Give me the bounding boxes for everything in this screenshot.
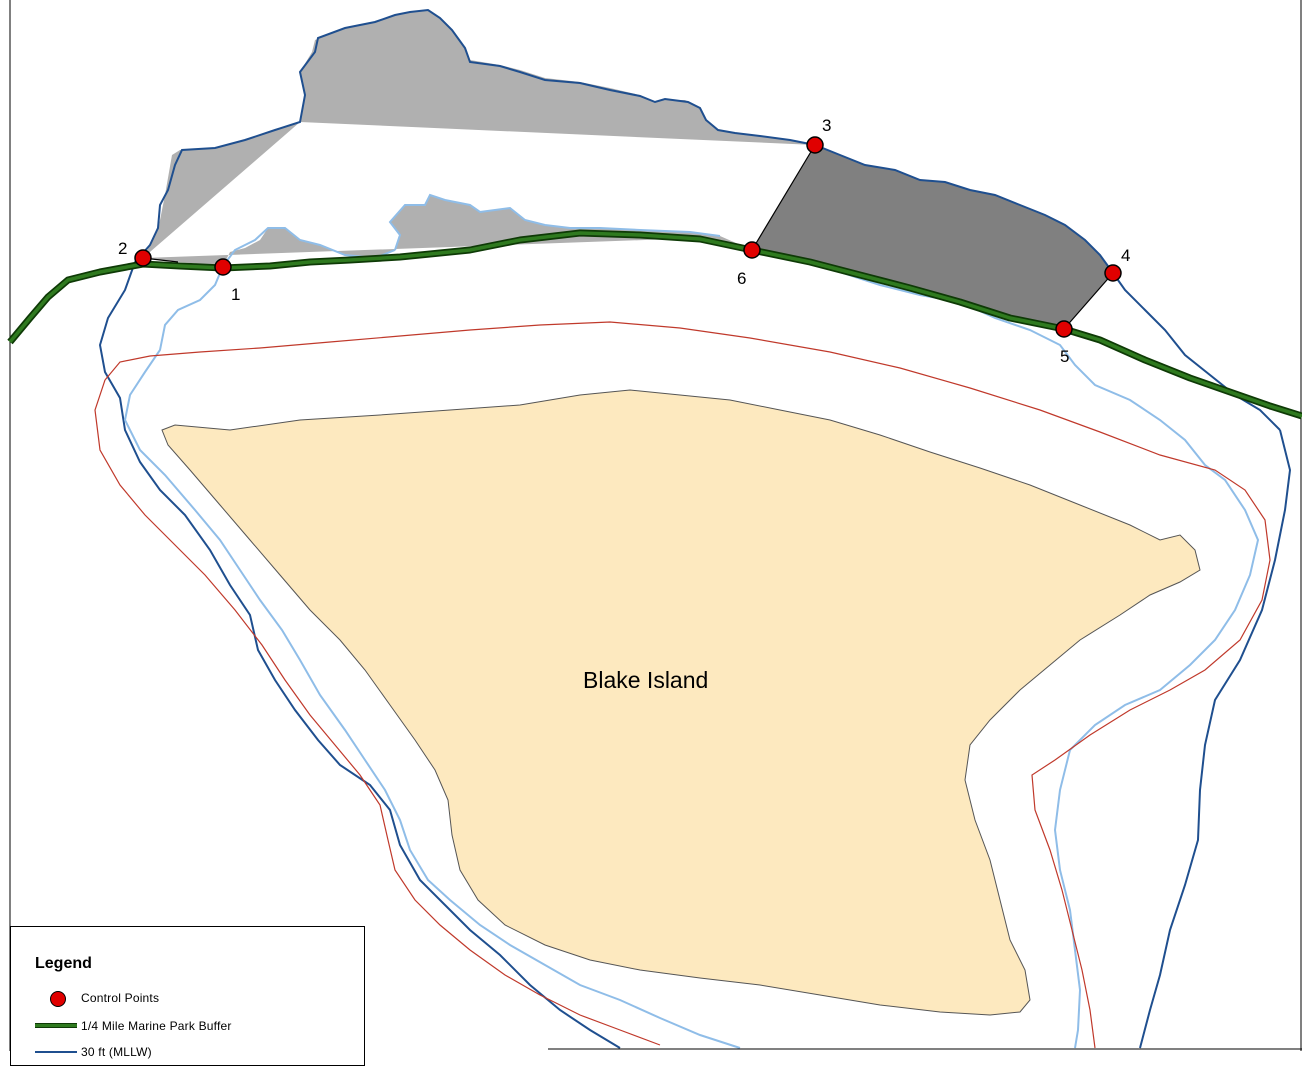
control-point-5[interactable]: 5 xyxy=(1055,320,1073,366)
legend-item-control-points: Control Points xyxy=(31,988,159,1008)
island-label: Blake Island xyxy=(583,667,708,693)
legend-item-label: Control Points xyxy=(81,991,160,1005)
legend-item-label: 30 ft (MLLW) xyxy=(81,1045,152,1059)
control-point-label: 2 xyxy=(118,239,127,258)
contour-deep-west xyxy=(98,261,621,1049)
control-point-label: 1 xyxy=(231,285,240,304)
legend-title: Legend xyxy=(35,955,92,972)
control-point-2[interactable]: 2 xyxy=(118,239,152,267)
contour-deep-north xyxy=(134,8,1281,431)
blue-line-icon xyxy=(31,1042,81,1062)
blake-island xyxy=(161,389,1201,1016)
contour-deep-east xyxy=(1139,429,1292,1049)
zone-light-gray xyxy=(143,10,815,266)
control-point-1[interactable]: 1 xyxy=(214,258,240,304)
control-point-4[interactable]: 4 xyxy=(1104,246,1130,282)
control-point-6[interactable]: 6 xyxy=(737,241,761,288)
legend-item-buffer: 1/4 Mile Marine Park Buffer xyxy=(31,1016,232,1036)
segment-4-5 xyxy=(1063,272,1114,330)
legend-item-label: 1/4 Mile Marine Park Buffer xyxy=(81,1019,232,1033)
zone-dark-gray xyxy=(752,145,1113,329)
control-point-label: 4 xyxy=(1121,246,1130,265)
control-point-label: 3 xyxy=(822,116,831,135)
red-circle-icon xyxy=(31,988,81,1008)
legend: Legend Control Points 1/4 Mile Marine Pa… xyxy=(10,926,365,1066)
control-point-label: 5 xyxy=(1060,347,1069,366)
legend-item-contour: 30 ft (MLLW) xyxy=(31,1042,152,1062)
segment-3-6 xyxy=(751,144,816,251)
contour-shallow xyxy=(123,193,1260,1049)
green-line-icon xyxy=(31,1016,81,1036)
control-point-label: 6 xyxy=(737,269,746,288)
control-point-3[interactable]: 3 xyxy=(806,116,831,154)
contour-red xyxy=(94,321,1271,1049)
